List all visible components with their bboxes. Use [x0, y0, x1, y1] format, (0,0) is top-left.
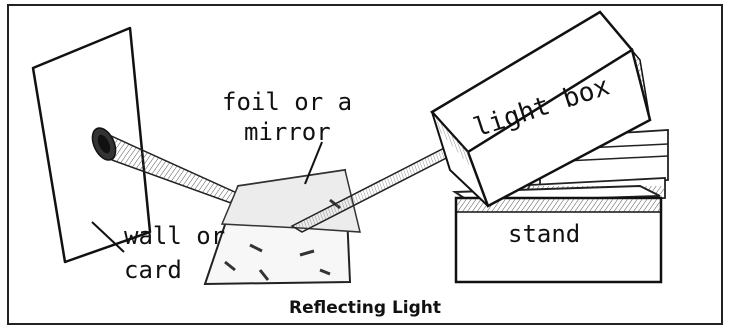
wall-label-line2: card	[124, 256, 182, 284]
foil-mirror	[205, 170, 360, 284]
mirror-label-line2: mirror	[244, 118, 331, 146]
diagram-caption: Reflecting Light	[0, 298, 730, 318]
mirror-label-line1: foil or a	[222, 88, 352, 116]
stand-label: stand	[508, 220, 580, 248]
wall-label-line1: wall or	[124, 222, 225, 250]
